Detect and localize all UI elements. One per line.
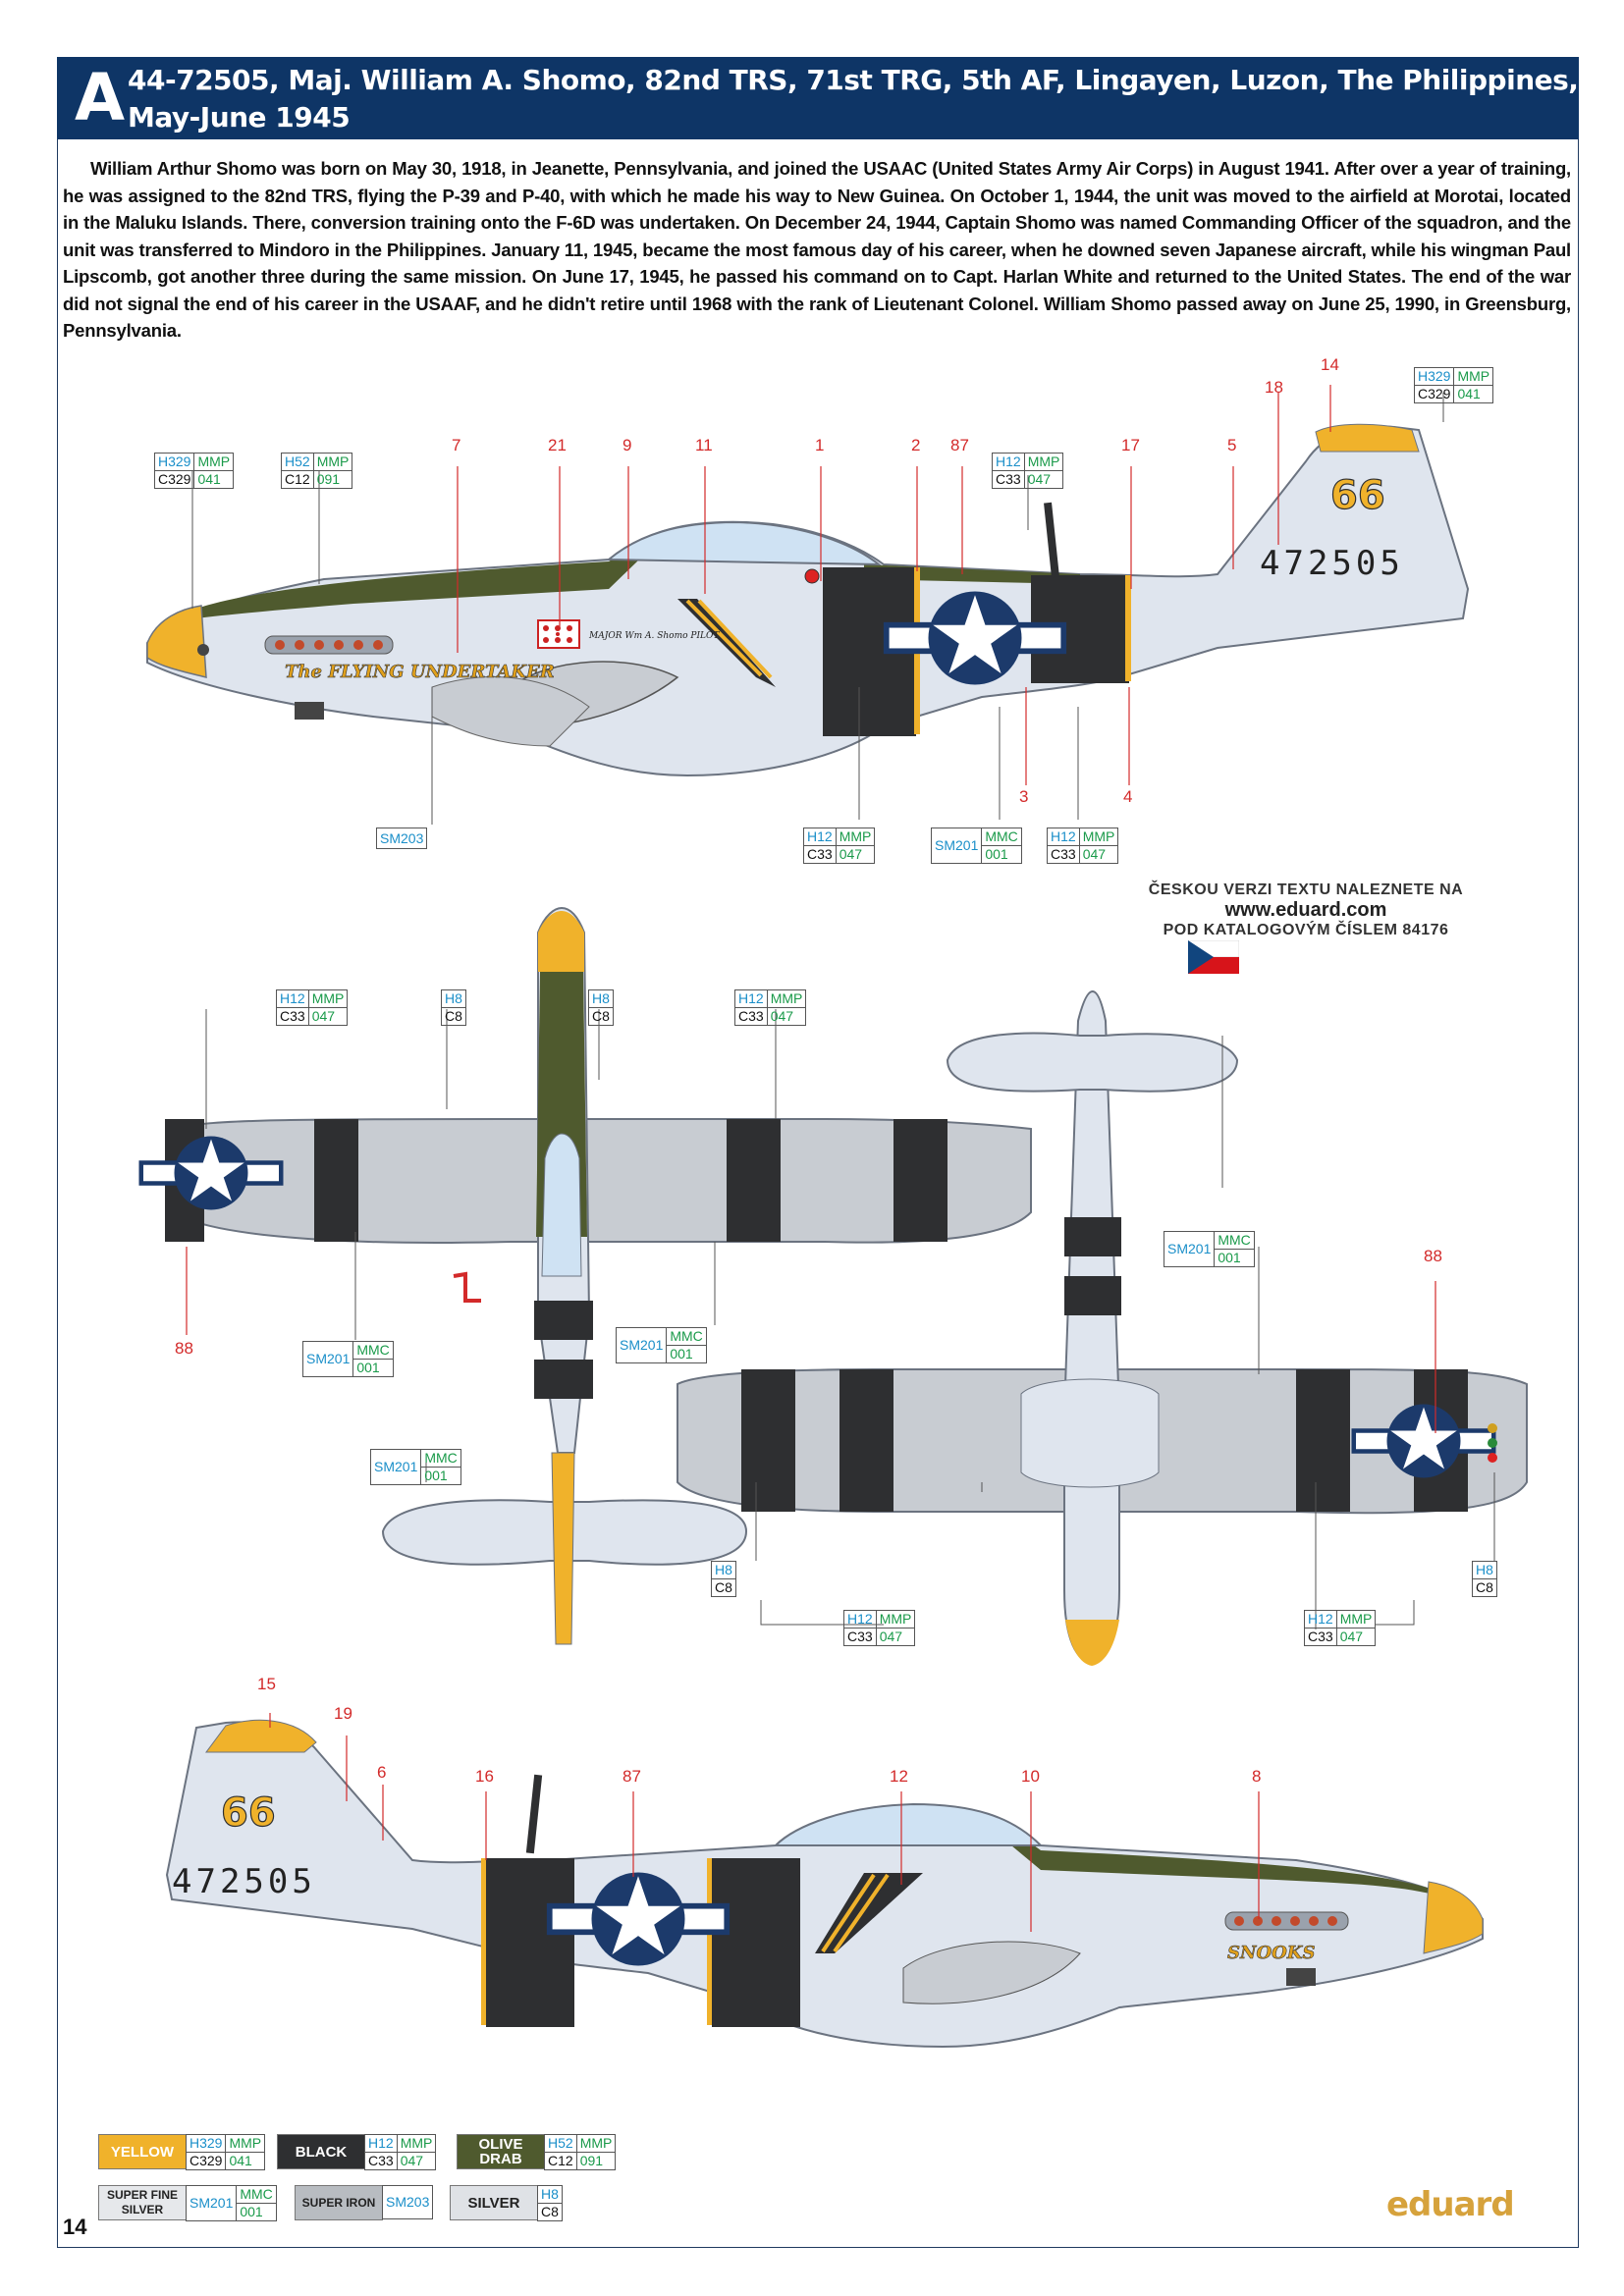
bottom-view (677, 990, 1528, 1666)
profile-title-line1: 44-72505, Maj. William A. Shomo, 82nd TR… (128, 64, 1579, 96)
callout-6: 6 (377, 1763, 387, 1782)
legend-super-fine-silver: SUPER FINE SILVER (98, 2185, 187, 2220)
callout-14: 14 (1321, 355, 1339, 374)
legend-olive-drab: OLIVE DRAB (457, 2134, 545, 2169)
pilot-name-label: MAJOR Wm A. Shomo PILOT (588, 631, 720, 641)
callout-17: 17 (1121, 436, 1140, 454)
callout-7: 7 (452, 436, 461, 454)
callout-9: 9 (623, 436, 632, 454)
legend-si-codes: SM203 (381, 2185, 434, 2219)
callout-87: 87 (950, 436, 969, 454)
callout-88-left: 88 (175, 1339, 193, 1358)
yellow-spinner (146, 605, 207, 678)
callout-2: 2 (911, 436, 921, 454)
nose-art-name: SNOOKS (1227, 1943, 1315, 1963)
legend-silver: SILVER (450, 2185, 538, 2220)
czech-version-note: ČESKOU VERZI TEXTU NALEZNETE NA www.edua… (1110, 881, 1502, 939)
legend-black: BLACK (277, 2134, 365, 2169)
profile-header: A 44-72505, Maj. William A. Shomo, 82nd … (57, 57, 1579, 139)
callout-8: 8 (1252, 1767, 1262, 1786)
top-view (141, 906, 1032, 1645)
anti-glare-panel (196, 532, 668, 618)
profile-title-line2: May-June 1945 (128, 101, 351, 133)
czech-note-url[interactable]: www.eduard.com (1224, 899, 1387, 921)
serial-number: 472505 (172, 1862, 316, 1901)
tail-code: 66 (221, 1790, 276, 1836)
serial-number: 472505 (1260, 544, 1404, 583)
callout-11: 11 (695, 436, 713, 454)
callout-87-bottom: 87 (623, 1767, 641, 1786)
callout-21: 21 (548, 436, 567, 454)
callout-88-right: 88 (1424, 1247, 1442, 1265)
tail-code: 66 (1330, 473, 1385, 518)
callout-1: 1 (815, 436, 825, 454)
side-profile-left: 66 472505 The FLYING UNDERTAKER MAJOR Wm… (146, 423, 1470, 777)
czech-note-line1: ČESKOU VERZI TEXTU NALEZNETE NA (1148, 881, 1464, 898)
callout-18: 18 (1265, 378, 1283, 397)
czech-flag-icon (1188, 940, 1239, 974)
eduard-logo: eduard (1386, 2185, 1515, 2224)
callout-19: 19 (334, 1704, 352, 1723)
page-number: 14 (63, 2215, 87, 2239)
pilot-biography: William Arthur Shomo was born on May 30,… (63, 158, 1571, 341)
callout-15: 15 (257, 1675, 276, 1693)
nose-art-name: The FLYING UNDERTAKER (285, 662, 555, 682)
czech-note-line3: POD KATALOGOVÝM ČÍSLEM 84176 (1163, 922, 1449, 938)
legend-super-iron: SUPER IRON (295, 2185, 383, 2220)
canopy (606, 520, 882, 566)
callout-10: 10 (1021, 1767, 1040, 1786)
profile-letter: A (75, 60, 126, 135)
callout-12: 12 (890, 1767, 908, 1786)
callout-16: 16 (475, 1767, 494, 1786)
callout-3: 3 (1019, 787, 1029, 806)
legend-yellow: YELLOW (98, 2134, 187, 2169)
callout-4: 4 (1123, 787, 1133, 806)
code-box-sm203: SM203 (375, 828, 428, 849)
side-profile-right: 66 472505 SNOOKS (165, 1719, 1484, 2049)
callout-5: 5 (1227, 436, 1237, 454)
